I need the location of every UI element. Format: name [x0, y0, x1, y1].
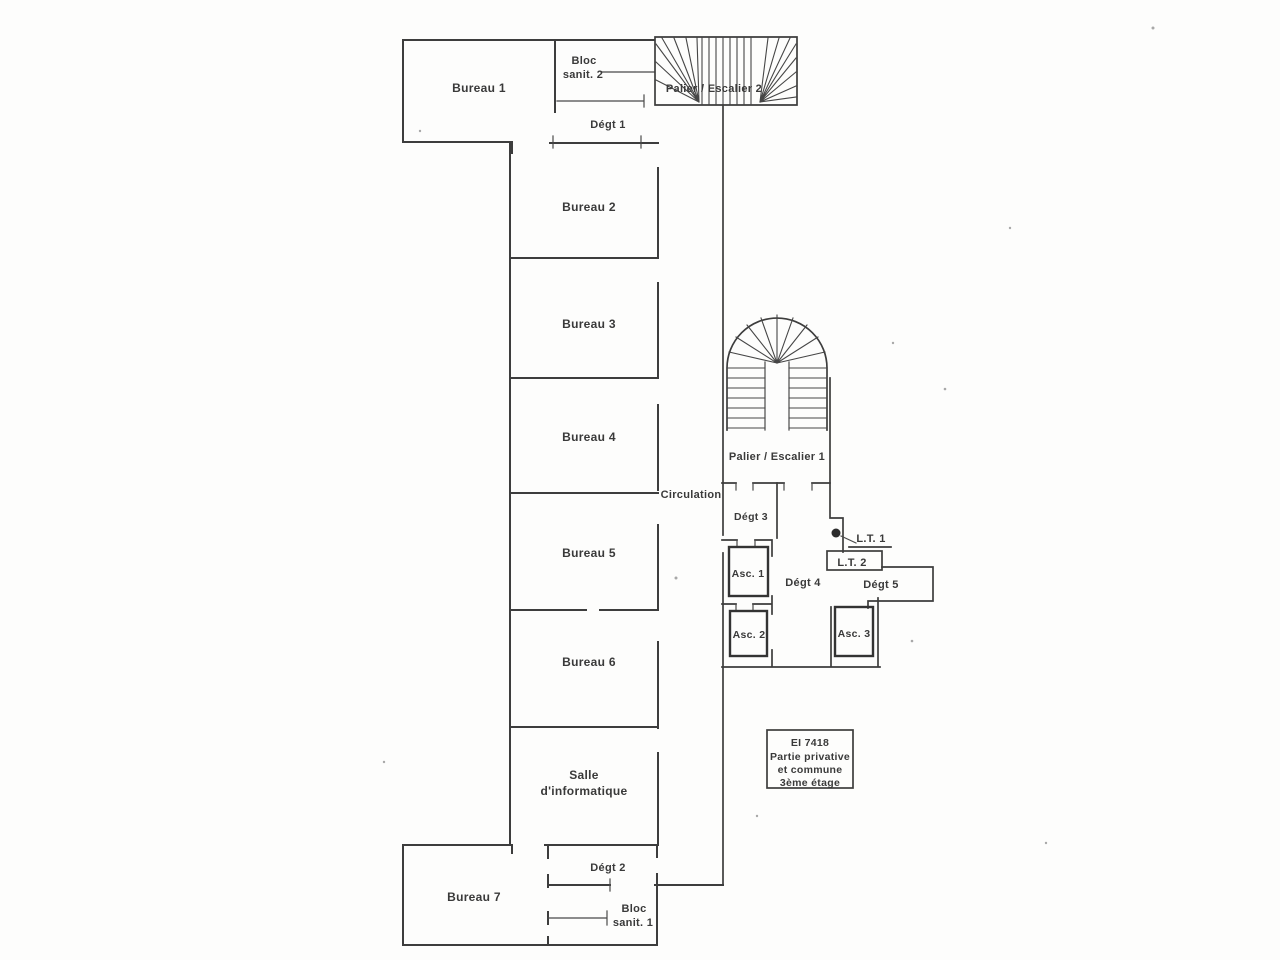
partition-detail-lines: [547, 71, 655, 926]
asc1-cab: [727, 545, 770, 598]
stair-2-outline: [654, 36, 798, 106]
lt1-label: L.T. 1: [856, 533, 885, 545]
lt1-junction-dot: [831, 528, 841, 538]
degagement-walls: [776, 482, 934, 609]
legend-box: [766, 729, 854, 789]
palier-escalier2-label: Palier / Escalier 2: [666, 83, 762, 95]
degt1-label: Dégt 1: [590, 119, 625, 131]
bloc-sanit2-label-line2: sanit. 2: [563, 69, 603, 81]
bloc-sanit1-label-line2: sanit. 1: [613, 917, 653, 929]
circulation-label: Circulation: [661, 489, 722, 501]
elevator-block-walls: [721, 539, 881, 668]
bureau6-label: Bureau 6: [562, 655, 616, 669]
degt5-label: Dégt 5: [863, 579, 898, 591]
asc3-label: Asc. 3: [838, 628, 871, 640]
stair-1-treads: [726, 314, 828, 429]
legend-line1: EI 7418: [791, 737, 829, 749]
degt4-label: Dégt 4: [785, 577, 821, 589]
bureau5-label: Bureau 5: [562, 546, 616, 560]
bloc-sanit2-label-line1: Bloc: [571, 55, 596, 67]
asc2-label: Asc. 2: [733, 629, 766, 641]
salle-informatique-label-line1: Salle: [569, 768, 599, 782]
legend-line4: 3ème étage: [780, 777, 840, 789]
asc2-cab: [728, 609, 769, 658]
degt2-label: Dégt 2: [590, 862, 625, 874]
bureau7-label: Bureau 7: [447, 890, 501, 904]
degt3-label: Dégt 3: [734, 511, 768, 523]
palier-1-door-jambs: [735, 482, 813, 491]
salle-informatique-label-line2: d'informatique: [540, 784, 627, 798]
lt2-box: [826, 550, 883, 571]
palier-1-walls: [721, 377, 831, 484]
left-wing-walls: [402, 39, 724, 946]
bloc-sanit1-label-line1: Bloc: [621, 903, 646, 915]
bureau4-label: Bureau 4: [562, 430, 616, 444]
asc1-label: Asc. 1: [732, 568, 765, 580]
bureau3-label: Bureau 3: [562, 317, 616, 331]
legend-line3: et commune: [778, 764, 843, 776]
stair-1-void: [764, 361, 790, 431]
scan-noise-specks: [382, 26, 1155, 845]
palier-escalier1-label: Palier / Escalier 1: [729, 451, 825, 463]
asc3-cab: [833, 605, 875, 658]
legend-line2: Partie privative: [770, 751, 850, 763]
elevator-door-jambs: [735, 539, 756, 611]
stair-2-treads: [655, 37, 797, 105]
bureau2-label: Bureau 2: [562, 200, 616, 214]
lt2-label: L.T. 2: [837, 557, 866, 569]
bureau1-label: Bureau 1: [452, 81, 506, 95]
lt1-leader-line: [840, 535, 857, 544]
